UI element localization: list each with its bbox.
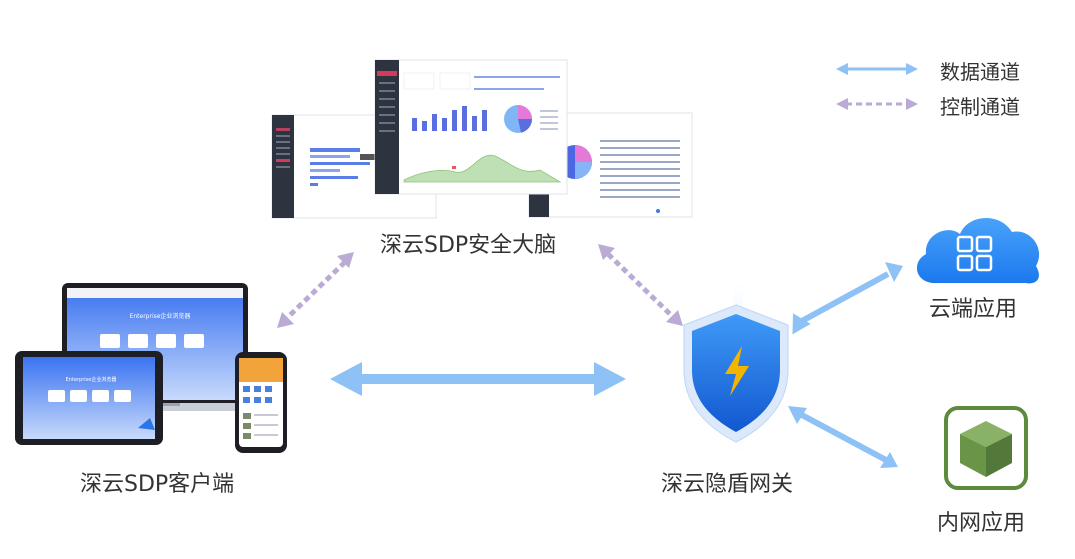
cloud-app-icon [916,217,1040,284]
legend-control-arrow [836,98,918,110]
dashboard-screens [271,59,693,219]
client-label: 深云SDP客户端 [80,472,235,497]
data-arrow-client-gateway [330,362,626,396]
phone-device [235,352,287,453]
legend-data-label: 数据通道 [940,60,1020,84]
shield-icon [683,282,789,454]
brain-label: 深云SDP安全大脑 [380,233,557,258]
control-arrow-brain-gateway [598,244,683,326]
tablet-device [15,351,163,445]
data-arrow-gateway-cloud [792,262,903,335]
data-arrow-gateway-intranet [788,406,898,468]
intranet-app-icon [944,406,1028,490]
gateway-label: 深云隐盾网关 [661,472,794,497]
legend-data-arrow [836,63,918,75]
legend-control-label: 控制通道 [940,95,1020,119]
intranet-app-label: 内网应用 [937,511,1026,536]
laptop-screen-title: Enterprise企业浏览器 [129,313,191,320]
cloud-app-label: 云端应用 [929,297,1018,322]
control-arrow-brain-client [277,252,354,328]
tablet-screen-title: Enterprise企业浏览器 [65,377,117,383]
